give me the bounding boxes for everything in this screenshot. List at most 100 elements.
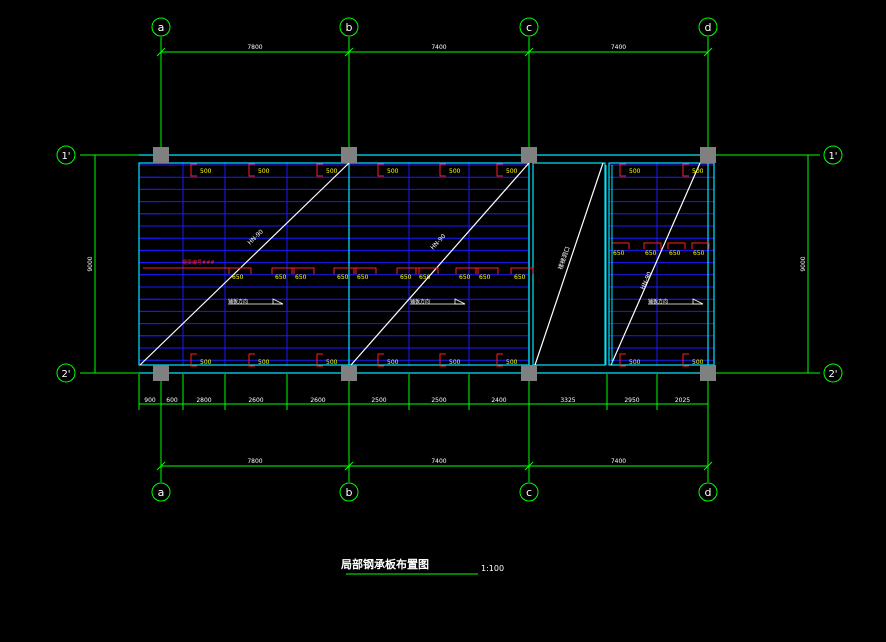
axis-bubble-c: [519, 17, 539, 37]
beam-frame-right: [608, 162, 715, 366]
marker-bottom: [682, 353, 689, 367]
dim-tick-top: [156, 47, 166, 57]
axis-bubble-row: [56, 145, 76, 165]
marker-bottom: [619, 353, 626, 367]
column-b2: [341, 365, 357, 381]
axis-bubble-d: [698, 482, 718, 502]
label-bottom: 500: [387, 359, 399, 366]
marker-middle: [510, 267, 534, 274]
axis-bubble-row: [823, 363, 843, 383]
dim-detail-label: 2600: [310, 397, 325, 404]
dim-detail-label: 3325: [560, 397, 575, 404]
axis-label-row: 2': [828, 369, 837, 380]
opening-label: 楼梯洞口: [556, 245, 571, 270]
label-middle: 650: [232, 274, 244, 281]
label-right-middle: 650: [693, 250, 705, 257]
label-middle: 650: [275, 274, 287, 281]
dim-bottom-label: 7400: [611, 458, 626, 465]
dim-bottom-label: 7400: [431, 458, 446, 465]
marker-middle: [271, 267, 295, 274]
marker-top: [682, 163, 689, 177]
slope-label: 铺板方向: [228, 298, 248, 305]
diagonal-bay-2: [350, 162, 530, 366]
column-c1: [521, 147, 537, 163]
marker-middle: [291, 267, 315, 274]
marker-middle: [333, 267, 357, 274]
slope-label: 铺板方向: [410, 298, 430, 305]
label-top: 500: [200, 168, 212, 175]
label-middle: 650: [400, 274, 412, 281]
label-bottom: 500: [506, 359, 518, 366]
dim-detail-label: 2600: [248, 397, 263, 404]
axis-bubble-b: [339, 482, 359, 502]
marker-right: [667, 242, 686, 249]
dim-detail-label: 2025: [675, 397, 690, 404]
marker-top: [377, 163, 384, 177]
dim-detail-label: 900: [144, 397, 156, 404]
dim-tick-top: [524, 47, 534, 57]
dim-top-label: 7800: [247, 44, 262, 51]
label-middle: 650: [295, 274, 307, 281]
label-bottom: 500: [200, 359, 212, 366]
dim-detail-label: 2500: [371, 397, 386, 404]
label-top: 500: [326, 168, 338, 175]
label-bottom: 500: [629, 359, 641, 366]
label-bottom: 500: [258, 359, 270, 366]
dim-tick-top: [344, 47, 354, 57]
axis-bubble-c: [519, 482, 539, 502]
marker-bottom: [248, 353, 255, 367]
dim-detail-label: 2500: [431, 397, 446, 404]
marker-middle: [353, 267, 377, 274]
marker-bottom: [377, 353, 384, 367]
label-right-middle: 650: [669, 250, 681, 257]
label-top: 500: [449, 168, 461, 175]
slope-label: 铺板方向: [648, 298, 668, 305]
marker-bottom: [316, 353, 323, 367]
opening-frame: [532, 162, 606, 366]
axis-bubble-a: [151, 17, 171, 37]
marker-right: [611, 242, 630, 249]
marker-top: [248, 163, 255, 177]
label-bottom: 500: [692, 359, 704, 366]
dim-tick-bottom: [156, 461, 166, 471]
axis-label-b: b: [346, 486, 353, 499]
marker-middle: [455, 267, 479, 274]
marker-top: [439, 163, 446, 177]
column-a1: [153, 147, 169, 163]
dim-tick-bottom: [344, 461, 354, 471]
slope-arrow: [454, 298, 466, 305]
axis-label-c: c: [526, 486, 532, 499]
label-bottom: 500: [449, 359, 461, 366]
label-middle: 650: [514, 274, 526, 281]
diagonal-bay-1: [139, 162, 350, 366]
dim-bottom-label: 7800: [247, 458, 262, 465]
label-middle: 650: [337, 274, 349, 281]
dim-top-label: 7400: [431, 44, 446, 51]
marker-bottom: [439, 353, 446, 367]
marker-top: [190, 163, 197, 177]
diag-label: HN-90: [429, 233, 447, 252]
diag-label: HN-90: [247, 228, 266, 246]
dim-tick-bottom: [524, 461, 534, 471]
label-bottom: 500: [326, 359, 338, 366]
label-right-middle: 650: [613, 250, 625, 257]
axis-bubble-row: [56, 363, 76, 383]
axis-label-row: 1': [828, 151, 837, 162]
dim-side-right: 9000: [800, 256, 807, 271]
drawing-title: 局部钢承板布置图: [340, 557, 429, 571]
drawing-scale: 1:100: [481, 564, 504, 573]
marker-bottom: [496, 353, 503, 367]
dim-tick-bottom: [703, 461, 713, 471]
label-top: 500: [258, 168, 270, 175]
label-middle: 650: [479, 274, 491, 281]
marker-middle: [396, 267, 420, 274]
label-right-middle: 650: [645, 250, 657, 257]
axis-label-b: b: [346, 21, 353, 34]
dim-detail-label: 600: [166, 397, 178, 404]
column-d2: [700, 365, 716, 381]
slope-arrow: [272, 298, 284, 305]
axis-label-d: d: [705, 21, 712, 34]
red-note: 钢梁编号###: [182, 259, 215, 266]
label-middle: 650: [357, 274, 369, 281]
